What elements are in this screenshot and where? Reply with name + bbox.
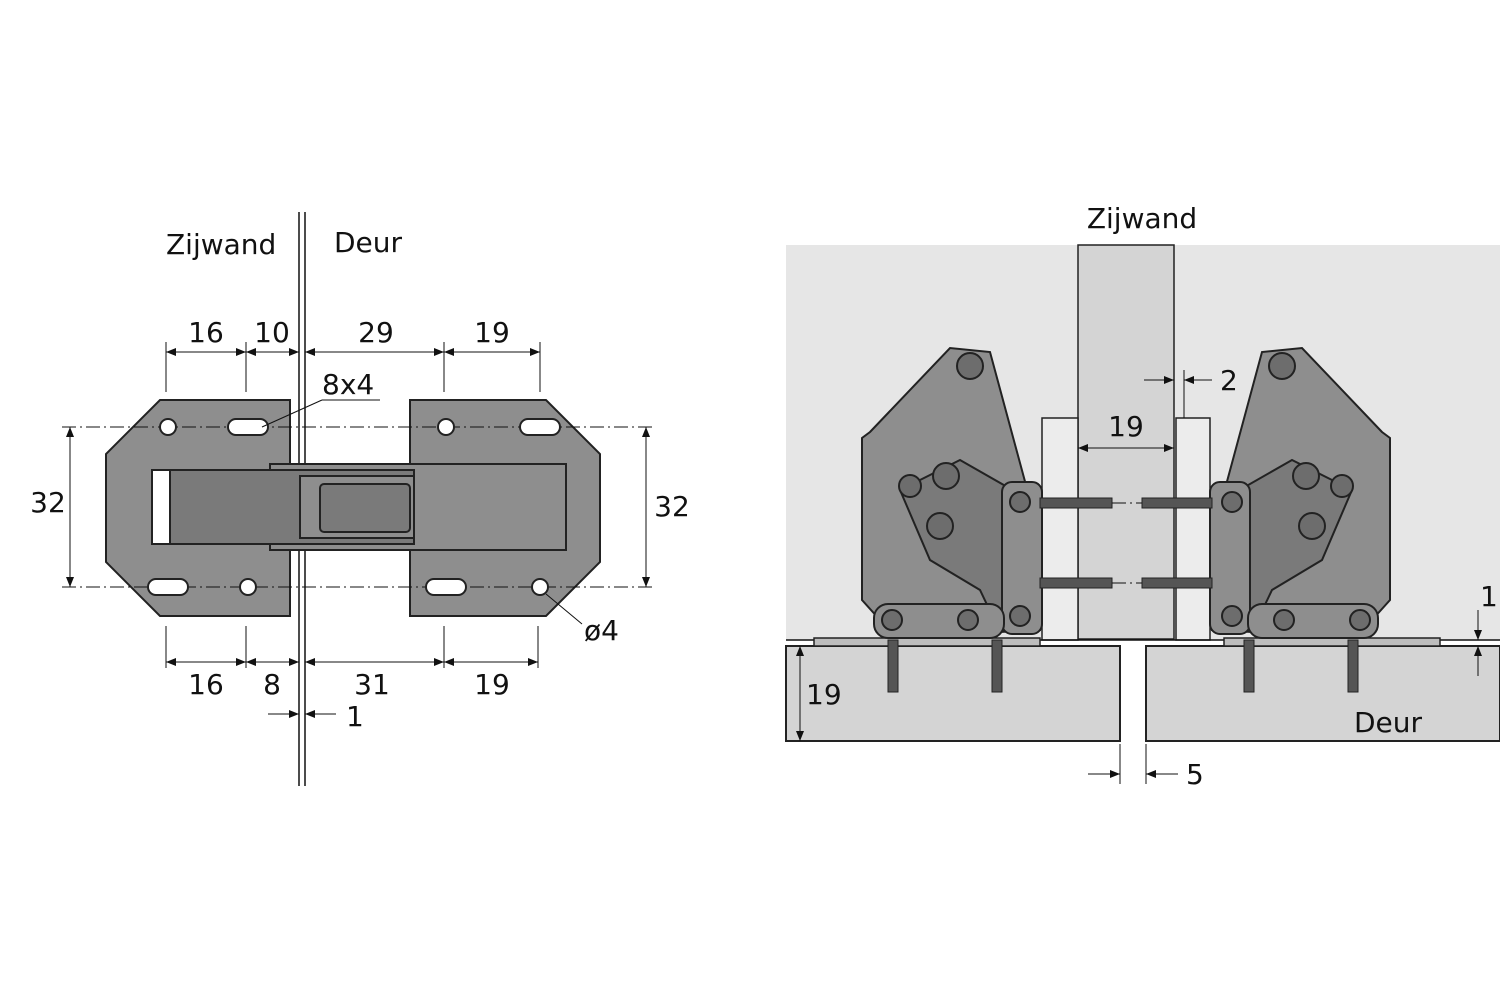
hinge-knuckle-cap — [319, 483, 411, 533]
dimension-label: 10 — [254, 316, 290, 349]
pivot-pin — [898, 474, 922, 498]
dimension-label: 8 — [263, 668, 281, 701]
dimension-label: 32 — [30, 486, 66, 519]
screw-icon — [1039, 577, 1113, 589]
slot-hole — [425, 578, 467, 596]
side-panel-bottom — [785, 645, 1121, 742]
screw-icon — [1039, 497, 1113, 509]
leader-line — [261, 399, 323, 428]
dimension-label: 19 — [1108, 410, 1144, 443]
dimension-label: 19 — [474, 316, 510, 349]
side-wall-label: Zijwand — [166, 228, 276, 261]
pivot-pin — [956, 352, 984, 380]
dimension-label: 1 — [346, 700, 364, 733]
pivot-pin — [1298, 512, 1326, 540]
top-view-drawing: Zijwand Deur 16 10 29 19 8x4 ø4 32 32 — [30, 212, 690, 786]
mounting-block-right — [1175, 417, 1211, 641]
dimension-label: 16 — [188, 316, 224, 349]
slot-hole — [519, 418, 561, 436]
leader-line — [545, 593, 583, 625]
door-label: Deur — [1354, 706, 1423, 739]
base-plate-left — [813, 637, 1041, 647]
side-wall-panel — [1077, 244, 1175, 640]
hole-label: ø4 — [584, 614, 619, 647]
side-wall-label: Zijwand — [1087, 202, 1197, 235]
screw-icon — [887, 639, 899, 693]
pivot-pin — [1292, 462, 1320, 490]
screw-icon — [1141, 497, 1213, 509]
left-hinge-bracket — [1001, 481, 1043, 635]
dimension-label: 32 — [654, 490, 690, 523]
dimension-label: 31 — [354, 668, 390, 701]
screw-icon — [1141, 577, 1213, 589]
screw-hole — [159, 418, 177, 436]
slot-hole — [147, 578, 189, 596]
pivot-pin — [1009, 491, 1031, 513]
base-plate-right — [1223, 637, 1441, 647]
dimension-label: 5 — [1186, 758, 1204, 791]
screw-icon — [1347, 639, 1359, 693]
screw-icon — [1243, 639, 1255, 693]
pivot-pin — [1221, 491, 1243, 513]
screw-hole — [437, 418, 455, 436]
section-view-drawing: Zijwand Deur 19 2 19 5 1 — [785, 202, 1500, 791]
right-hinge-bracket — [1209, 481, 1251, 635]
pivot-pin — [1273, 609, 1295, 631]
pivot-pin — [1268, 352, 1296, 380]
dimension-label: 2 — [1220, 364, 1238, 397]
screw-hole — [531, 578, 549, 596]
mounting-block-left — [1041, 417, 1079, 641]
door-label: Deur — [334, 226, 403, 259]
pivot-pin — [926, 512, 954, 540]
hinge-body-end — [151, 469, 171, 545]
screw-icon — [991, 639, 1003, 693]
pivot-pin — [881, 609, 903, 631]
slot-label: 8x4 — [322, 368, 374, 401]
dimension-label: 19 — [806, 678, 842, 711]
pivot-pin — [1221, 605, 1243, 627]
dimension-label: 29 — [358, 316, 394, 349]
slot-hole — [227, 418, 269, 436]
pivot-pin — [1009, 605, 1031, 627]
dimension-label: 16 — [188, 668, 224, 701]
pivot-pin — [1349, 609, 1371, 631]
door-panel-bottom — [1145, 645, 1500, 742]
pivot-pin — [932, 462, 960, 490]
pivot-pin — [1330, 474, 1354, 498]
pivot-pin — [957, 609, 979, 631]
dimension-label: 1 — [1480, 580, 1498, 613]
screw-hole — [239, 578, 257, 596]
dimension-label: 19 — [474, 668, 510, 701]
